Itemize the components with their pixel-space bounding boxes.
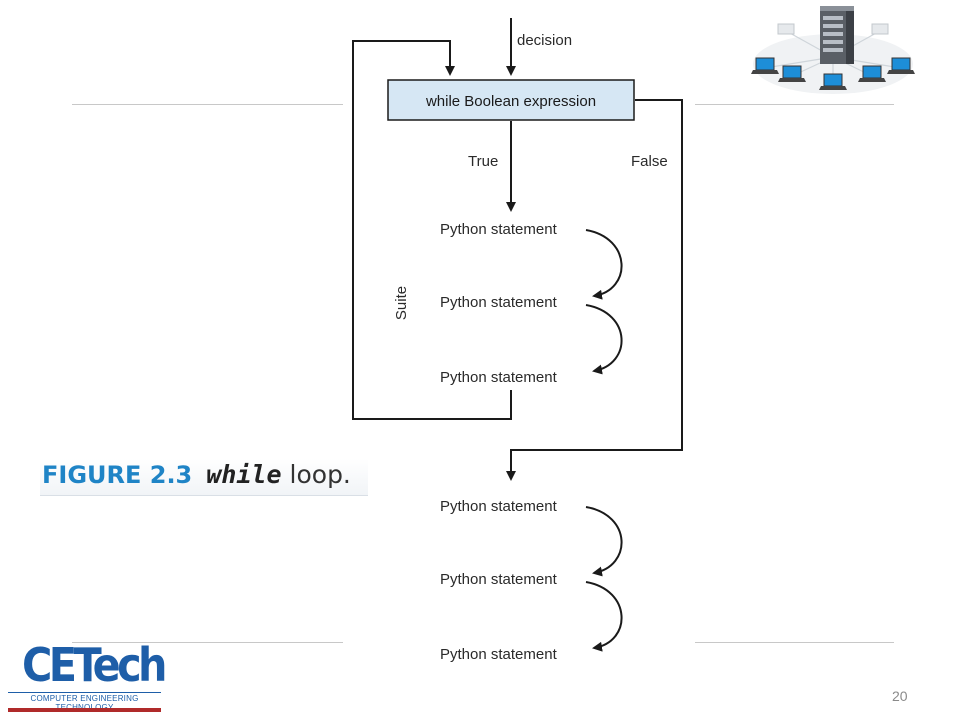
- laptop-icon: [751, 57, 779, 74]
- laptop-icon: [858, 65, 886, 82]
- logo-wordmark: CETech: [22, 638, 167, 692]
- loop-back-arrow: [352, 40, 512, 420]
- loop-statement-2: Python statement: [440, 294, 558, 311]
- false-arrow: [506, 99, 683, 481]
- loop-statement-3: Python statement: [440, 369, 558, 386]
- caption-figure-number: FIGURE 2.3: [42, 461, 193, 489]
- loop-flow-curve-2: [585, 304, 623, 375]
- false-label: False: [631, 153, 668, 170]
- condition-text: while Boolean expression: [425, 93, 596, 110]
- decision-label: decision: [517, 32, 572, 49]
- logo-underline: [8, 708, 161, 712]
- laptop-icon: [819, 73, 847, 90]
- true-label: True: [468, 153, 498, 170]
- after-statement-3: Python statement: [440, 646, 558, 663]
- loop-flow-curve-1: [585, 229, 623, 300]
- laptop-icon: [778, 65, 806, 82]
- loop-statement-1: Python statement: [440, 221, 558, 238]
- after-flow-curve-1: [585, 506, 623, 577]
- caption-keyword: while: [206, 460, 282, 489]
- figure-caption: FIGURE 2.3 while loop.: [40, 459, 368, 496]
- condition-box: [387, 79, 635, 121]
- server-tower-icon: [820, 6, 854, 64]
- caption-text: loop.: [289, 460, 351, 489]
- laptop-icon: [887, 57, 915, 74]
- logo-tagline: COMPUTER ENGINEERING TECHNOLOGY: [8, 692, 161, 712]
- after-statement-1: Python statement: [440, 498, 558, 515]
- figure-panel: [343, 14, 695, 672]
- page-number: 20: [892, 688, 908, 704]
- cetech-logo: CETech COMPUTER ENGINEERING TECHNOLOGY: [8, 638, 167, 714]
- network-illustration: [751, 6, 915, 94]
- suite-label: Suite: [393, 286, 410, 320]
- after-flow-curve-2: [585, 581, 623, 652]
- after-statement-2: Python statement: [440, 571, 558, 588]
